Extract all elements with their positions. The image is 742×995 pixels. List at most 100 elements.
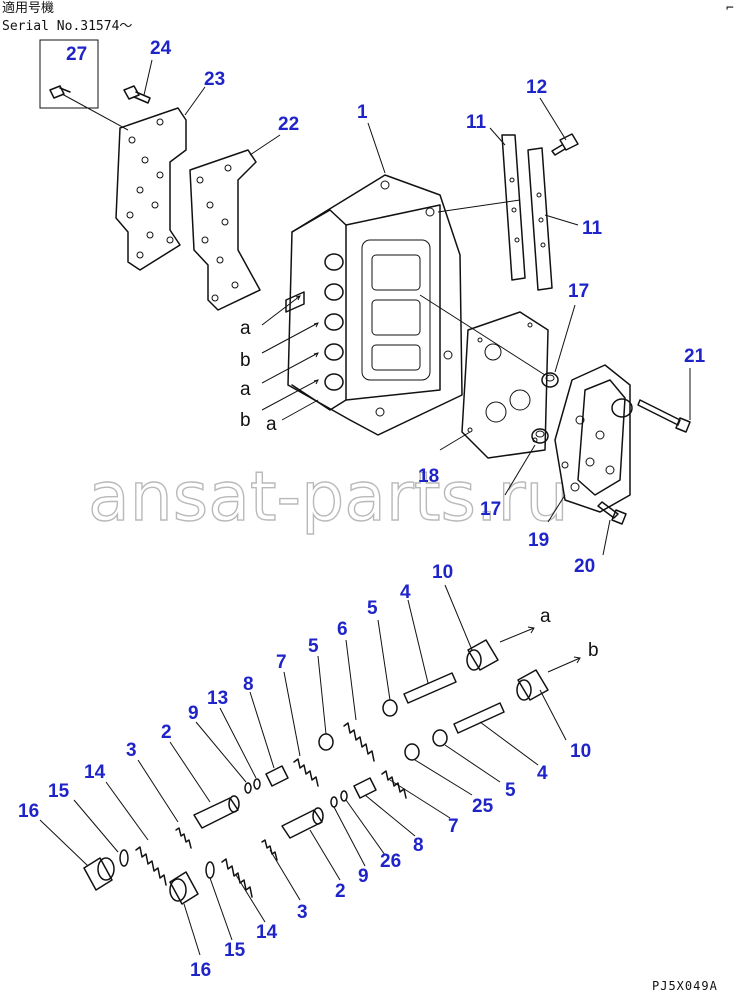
- leader-2-lower: [309, 829, 341, 881]
- leader-25: [414, 759, 473, 796]
- part-15-o-ring-upper: [119, 849, 129, 867]
- part-11-plate-right: [527, 147, 553, 291]
- leader-23: [184, 86, 206, 116]
- leader-4-lower: [479, 721, 539, 766]
- callout-5-upper-b: 5: [367, 598, 378, 619]
- port-label-a-2: a: [240, 379, 251, 400]
- callout-19: 19: [528, 530, 549, 551]
- part-8-collar-lower: [353, 777, 377, 799]
- part-22-gasket: [189, 149, 261, 311]
- flow-arrow-b: [547, 656, 581, 673]
- leader-body-plug: [419, 294, 546, 376]
- callout-2-upper: 2: [161, 722, 172, 743]
- part-17-plug-upper: [541, 372, 559, 388]
- callout-2-lower: 2: [335, 881, 346, 902]
- part-5-seat-lower: [432, 729, 448, 747]
- part-16-plug-upper: [83, 857, 115, 891]
- leader-24: [143, 59, 153, 96]
- leader-14-lower: [235, 874, 266, 923]
- callout-8-upper: 8: [243, 674, 254, 695]
- flow-label-a: a: [540, 606, 551, 627]
- applicable-model-label: 適用号機: [2, 0, 54, 16]
- callout-17-lower: 17: [480, 499, 501, 520]
- port-arrows: [261, 295, 319, 421]
- callout-20: 20: [574, 556, 595, 577]
- part-23-cover-plate: [115, 107, 187, 271]
- callout-3-lower: 3: [297, 902, 308, 923]
- part-13-ring: [253, 778, 261, 790]
- drawing-code: PJ5X049A: [652, 979, 718, 993]
- callout-7-lower: 7: [448, 816, 459, 837]
- leader-17-lower: [504, 444, 536, 496]
- leader-12: [539, 97, 567, 141]
- callout-6: 6: [337, 619, 348, 640]
- part-14-spring-upper: [135, 846, 167, 886]
- leader-8-lower: [364, 794, 416, 837]
- callout-13: 13: [207, 688, 228, 709]
- leader-22: [249, 134, 281, 156]
- leader-3-lower: [269, 849, 301, 901]
- leader-16-upper: [39, 819, 89, 867]
- leader-11-right: [544, 214, 579, 226]
- leader-26: [345, 799, 386, 856]
- callout-23: 23: [204, 69, 225, 90]
- callout-25: 25: [472, 796, 494, 817]
- port-label-b-1: b: [240, 350, 251, 371]
- callout-10-upper: 10: [432, 562, 453, 583]
- part-16-plug-lower: [169, 871, 199, 905]
- callout-15-lower: 15: [224, 940, 246, 961]
- callout-12: 12: [526, 77, 547, 98]
- callout-9-upper: 9: [188, 703, 199, 724]
- part-20-bolt: [597, 501, 627, 525]
- callout-8-lower: 8: [413, 835, 424, 856]
- callout-5-upper-a: 5: [308, 636, 319, 657]
- leader-9-upper: [195, 721, 247, 783]
- leader-11-left: [489, 127, 506, 146]
- part-9-ring-upper: [244, 782, 252, 794]
- leader-10-upper: [444, 584, 473, 651]
- part-6-spring: [343, 722, 375, 762]
- part-7-spring-upper: [293, 758, 319, 787]
- part-5-seat-upper-a: [318, 733, 334, 751]
- leader-7-upper: [283, 671, 301, 757]
- callout-26: 26: [380, 851, 401, 872]
- serial-number-label: Serial No.31574～: [2, 19, 132, 34]
- callout-14-upper: 14: [84, 762, 106, 783]
- part-14-spring-lower: [221, 858, 253, 898]
- watermark-text: ansat-parts.ru: [88, 458, 569, 537]
- leader-5-upper-a: [317, 655, 327, 735]
- callout-1: 1: [357, 102, 368, 123]
- callout-24: 24: [150, 38, 172, 59]
- callout-15-upper: 15: [48, 781, 70, 802]
- part-10-cap-lower: [516, 669, 549, 701]
- part-10-cap-upper: [466, 639, 499, 671]
- leader-body-plate: [437, 199, 521, 213]
- part-7-spring-lower: [381, 770, 407, 799]
- part-4-stem-upper: [403, 672, 457, 704]
- part-3-spring-upper: [175, 827, 192, 849]
- leader-4-upper: [407, 599, 429, 684]
- leader-15-upper: [73, 799, 119, 853]
- callout-4-lower: 4: [537, 763, 548, 784]
- part-12-bolt: [551, 133, 579, 156]
- part-26-ring: [340, 790, 348, 802]
- callout-21: 21: [684, 346, 706, 367]
- leader-15-lower: [209, 877, 233, 941]
- port-label-b-2: b: [240, 410, 251, 431]
- leader-5-lower: [444, 744, 501, 783]
- part-15-o-ring-lower: [205, 861, 215, 879]
- port-label-a-3: a: [266, 414, 277, 435]
- part-24-bolt: [123, 85, 151, 104]
- callout-17-upper: 17: [568, 281, 589, 302]
- callout-14-lower: 14: [256, 922, 278, 943]
- leader-7-lower: [389, 779, 451, 819]
- leader-3-upper: [137, 759, 179, 823]
- leader-13: [219, 707, 257, 779]
- leader-19: [547, 494, 566, 523]
- callout-27: 27: [66, 44, 87, 65]
- leader-17-upper: [554, 304, 576, 373]
- leader-14-upper: [105, 781, 149, 841]
- callout-22: 22: [278, 114, 299, 135]
- leader-16-lower: [183, 903, 201, 956]
